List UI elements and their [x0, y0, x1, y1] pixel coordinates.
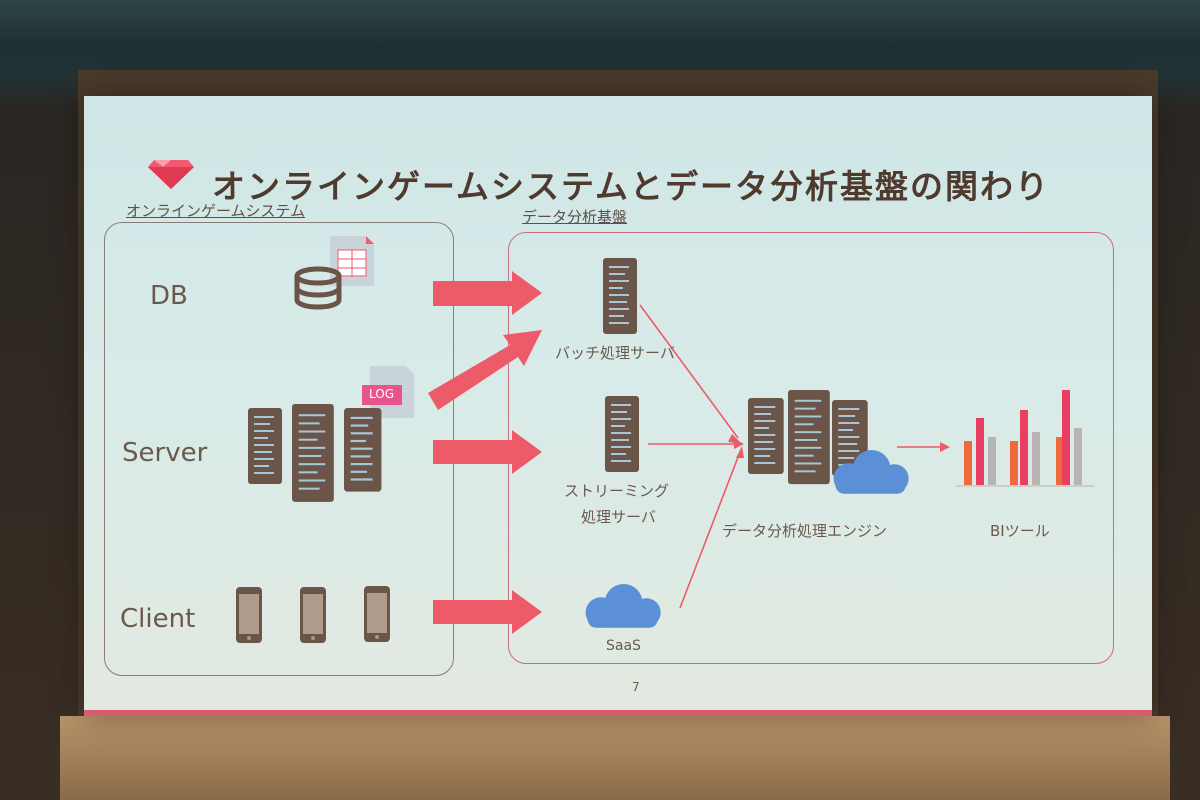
saas-cloud-icon [585, 584, 661, 628]
log-file-icon [362, 366, 414, 418]
smartphone-icon [236, 586, 390, 643]
batch-server-label: バッチ処理サーバ [555, 344, 675, 362]
ruby-icon [148, 160, 194, 189]
streaming-server-icon [605, 396, 639, 472]
engine-label: データ分析処理エンジン [722, 522, 888, 540]
row-label-db: DB [150, 281, 188, 311]
bar-chart-icon [956, 390, 1094, 487]
data-flow-arrows [428, 271, 542, 634]
streaming-server-label-line1: ストリーミング [564, 482, 670, 500]
left-section-heading: オンラインゲームシステム [126, 202, 306, 220]
slide-title: オンラインゲームシステムとデータ分析基盤の関わり [212, 167, 1051, 206]
bi-tool-label: BIツール [990, 522, 1050, 540]
batch-server-icon [603, 258, 637, 334]
ceiling [0, 0, 1200, 48]
row-label-client: Client [120, 604, 196, 634]
log-badge: LOG [369, 387, 395, 401]
saas-label: SaaS [606, 638, 641, 654]
wall-below-screen [60, 716, 1170, 800]
connector-arrowheads [728, 434, 950, 458]
row-label-server: Server [122, 438, 208, 468]
database-icon [294, 266, 342, 310]
server-rack-icon [248, 404, 382, 502]
right-section-heading: データ分析基盤 [522, 208, 628, 226]
streaming-server-label-line2: 処理サーバ [581, 508, 656, 526]
spreadsheet-icon [330, 236, 374, 286]
page-number: 7 [632, 680, 640, 694]
connector-lines [639, 304, 945, 609]
